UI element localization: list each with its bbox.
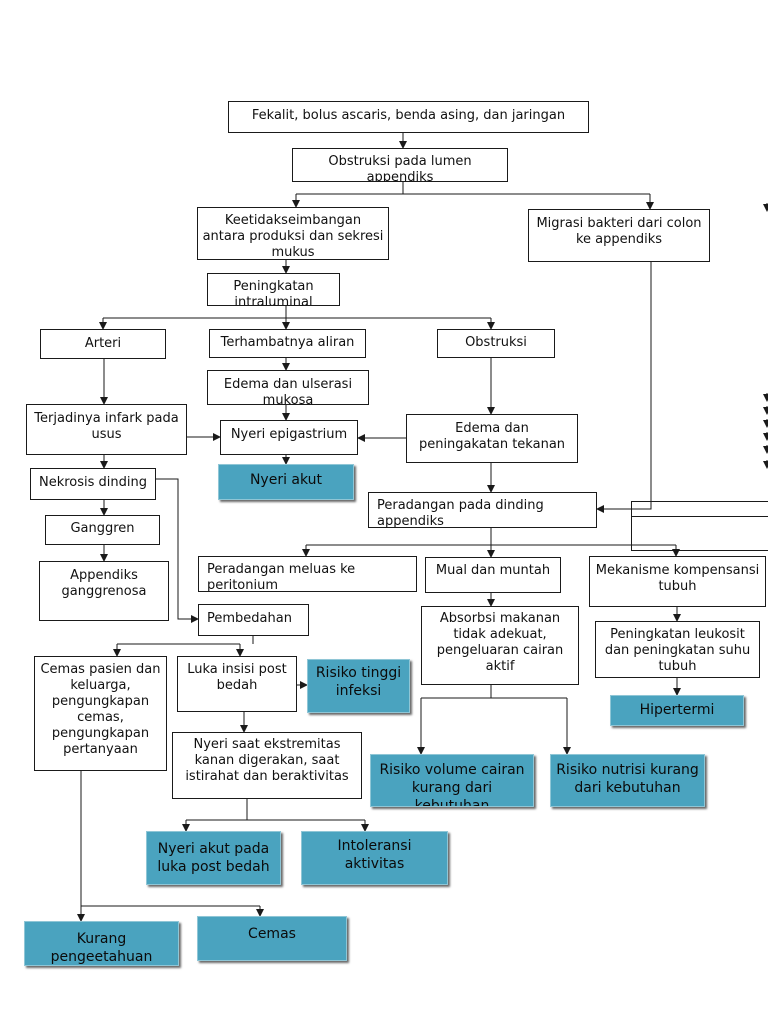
- node-leukosit: Peningkatan leukosit dan peningkatan suh…: [595, 621, 760, 678]
- node-nyeri-ekstremitas: Nyeri saat ekstremitas kanan digerakan, …: [172, 732, 362, 799]
- diagnosis-risiko-infeksi: Risiko tinggi infeksi: [307, 659, 410, 713]
- node-nekrosis-label: Nekrosis dinding: [38, 475, 147, 490]
- node-terhambat: Terhambatnya aliran: [209, 329, 366, 358]
- node-arteri: Arteri: [40, 329, 166, 359]
- node-edema-ulserasi: Edema dan ulserasi mukosa: [207, 370, 369, 405]
- diagnosis-nyeri-luka-label: Nyeri akut pada luka post bedah: [157, 841, 270, 875]
- node-mual-label: Mual dan muntah: [435, 563, 551, 578]
- diagnosis-risiko-nutrisi: Risiko nutrisi kurang dari kebutuhan: [550, 754, 705, 807]
- diagnosis-kurang-pengetahuan-label: Kurang pengeetahuan: [50, 931, 153, 965]
- node-luka-insisi: Luka insisi post bedah: [177, 656, 297, 712]
- node-migrasi: Migrasi bakteri dari colon ke appendiks: [528, 209, 710, 262]
- node-edema-peningkatan: Edema dan peningakatan tekanan: [406, 414, 578, 463]
- node-infark-label: Terjadinya infark pada usus: [34, 411, 179, 442]
- node-pembedahan-label: Pembedahan: [207, 611, 292, 626]
- node-ganggren-label: Ganggren: [70, 521, 135, 536]
- diagnosis-risiko-infeksi-label: Risiko tinggi infeksi: [315, 665, 402, 699]
- node-obstruksi-label: Obstruksi: [465, 335, 527, 350]
- diagnosis-risiko-volume: Risiko volume cairan kurang dari kebutuh…: [370, 754, 534, 807]
- node-peningkatan: Peningkatan intraluminal: [207, 273, 340, 306]
- diagnosis-cemas: Cemas: [197, 916, 347, 961]
- node-fekalit-label: Fekalit, bolus ascaris, benda asing, dan…: [251, 108, 566, 123]
- node-nyeri-ekstremitas-label: Nyeri saat ekstremitas kanan digerakan, …: [185, 737, 349, 784]
- diagnosis-hipertermi: Hipertermi: [610, 695, 744, 726]
- node-edema-peningkatan-label: Edema dan peningakatan tekanan: [418, 421, 566, 452]
- diagnosis-risiko-volume-label: Risiko volume cairan kurang dari kebutuh…: [379, 762, 525, 807]
- diagnosis-nyeri-akut: Nyeri akut: [218, 464, 354, 500]
- diagnosis-nyeri-akut-label: Nyeri akut: [249, 472, 323, 488]
- offpage-box: [631, 501, 768, 551]
- diagnosis-nyeri-luka: Nyeri akut pada luka post bedah: [146, 831, 281, 885]
- node-cemas-pasien-label: Cemas pasien dan keluarga, pengungkapan …: [40, 662, 161, 757]
- node-absorbsi-label: Absorbsi makanan tidak adekuat, pengelua…: [436, 611, 564, 674]
- node-ganggren: Ganggren: [45, 515, 160, 545]
- node-cemas-pasien: Cemas pasien dan keluarga, pengungkapan …: [34, 656, 167, 771]
- node-edema-ulserasi-label: Edema dan ulserasi mukosa: [223, 377, 353, 405]
- diagnosis-intoleransi: Intoleransi aktivitas: [301, 831, 448, 885]
- node-fekalit: Fekalit, bolus ascaris, benda asing, dan…: [228, 101, 589, 133]
- diagnosis-cemas-label: Cemas: [248, 926, 296, 942]
- node-nyeri-label: Nyeri epigastrium: [230, 427, 348, 442]
- node-peradangan-dinding: Peradangan pada dinding appendiks: [368, 492, 597, 528]
- node-infark: Terjadinya infark pada usus: [26, 404, 187, 455]
- node-pembedahan: Pembedahan: [198, 604, 309, 636]
- diagnosis-risiko-nutrisi-label: Risiko nutrisi kurang dari kebutuhan: [556, 762, 699, 796]
- node-leukosit-label: Peningkatan leukosit dan peningkatan suh…: [604, 627, 751, 674]
- node-appendiks-ganggrenosa-label: Appendiks ganggrenosa: [61, 568, 147, 599]
- node-peradangan-dinding-label: Peradangan pada dinding appendiks: [377, 498, 544, 528]
- node-mual: Mual dan muntah: [425, 557, 561, 593]
- node-appendiks-ganggrenosa: Appendiks ganggrenosa: [39, 561, 169, 621]
- node-terhambat-label: Terhambatnya aliran: [220, 335, 355, 350]
- node-nekrosis: Nekrosis dinding: [30, 468, 156, 500]
- node-obstruksi: Obstruksi: [437, 329, 555, 358]
- offpage-divider: [631, 516, 768, 517]
- node-ketidakseimbangan-label: Keetidakseimbangan antara produksi dan s…: [202, 213, 384, 260]
- node-migrasi-label: Migrasi bakteri dari colon ke appendiks: [536, 216, 702, 247]
- node-mekanisme-label: Mekanisme kompensansi tubuh: [595, 563, 760, 594]
- node-nyeri: Nyeri epigastrium: [220, 420, 358, 455]
- node-arteri-label: Arteri: [84, 336, 122, 351]
- node-ketidakseimbangan: Keetidakseimbangan antara produksi dan s…: [197, 207, 389, 260]
- node-absorbsi: Absorbsi makanan tidak adekuat, pengelua…: [421, 606, 579, 685]
- diagnosis-kurang-pengetahuan: Kurang pengeetahuan: [24, 921, 179, 966]
- diagnosis-hipertermi-label: Hipertermi: [639, 702, 715, 718]
- node-peradangan-meluas: Peradangan meluas ke peritonium: [198, 556, 417, 592]
- node-luka-insisi-label: Luka insisi post bedah: [187, 662, 287, 693]
- node-peradangan-meluas-label: Peradangan meluas ke peritonium: [207, 562, 356, 592]
- node-obstruksi-lumen-label: Obstruksi pada lumen appendiks: [328, 154, 472, 182]
- diagnosis-intoleransi-label: Intoleransi aktivitas: [337, 838, 412, 872]
- node-obstruksi-lumen: Obstruksi pada lumen appendiks: [292, 148, 508, 182]
- node-peningkatan-label: Peningkatan intraluminal: [233, 279, 314, 306]
- node-mekanisme: Mekanisme kompensansi tubuh: [589, 556, 766, 607]
